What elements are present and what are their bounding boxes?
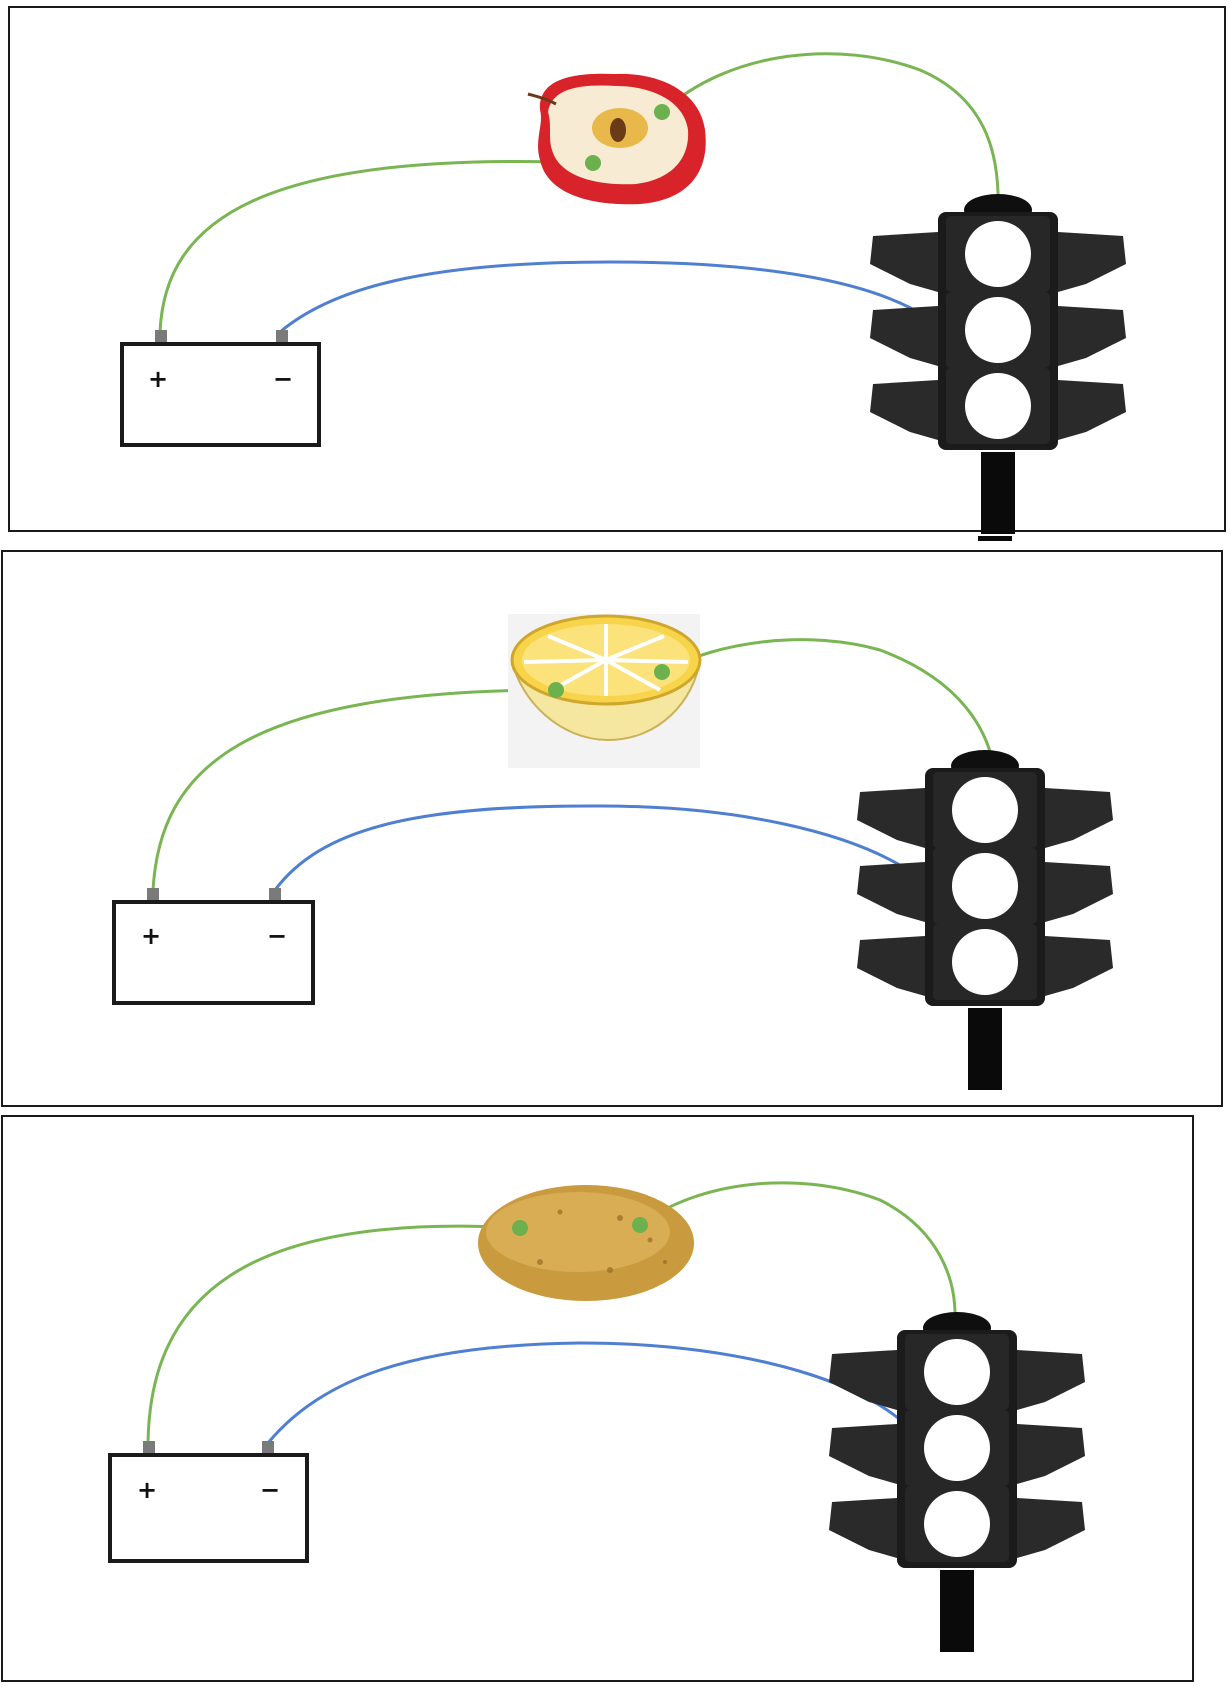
negative-terminal xyxy=(269,888,281,902)
circuit-diagram-1: + − xyxy=(120,52,1126,541)
traffic-light xyxy=(829,1312,1085,1652)
battery-minus-label: − xyxy=(267,922,287,950)
wire-negative xyxy=(273,804,915,891)
battery: + − xyxy=(120,330,321,447)
positive-terminal xyxy=(147,888,159,902)
battery-plus-label: + xyxy=(148,365,168,393)
battery: + − xyxy=(112,888,315,1005)
apple-half-icon xyxy=(527,73,706,205)
wire-light xyxy=(639,1181,957,1316)
circuit-diagram-3: + − xyxy=(108,1181,1085,1652)
potato-icon xyxy=(478,1185,694,1301)
traffic-light xyxy=(870,194,1126,534)
positive-terminal xyxy=(143,1441,155,1455)
wire-negative xyxy=(279,260,929,334)
contact-point xyxy=(548,682,564,698)
wire-positive xyxy=(146,1224,521,1444)
positive-terminal xyxy=(155,330,167,344)
traffic-light xyxy=(857,750,1113,1090)
contact-point xyxy=(654,664,670,680)
negative-terminal xyxy=(262,1441,274,1455)
wire-positive xyxy=(158,159,594,333)
wire-positive xyxy=(151,688,557,891)
contact-point xyxy=(585,155,601,171)
battery-plus-label: + xyxy=(137,1476,157,1504)
contact-point xyxy=(512,1220,528,1236)
wire-negative xyxy=(266,1341,899,1444)
contact-point xyxy=(654,104,670,120)
battery-minus-label: − xyxy=(260,1476,280,1504)
battery-plus-label: + xyxy=(141,922,161,950)
negative-terminal xyxy=(276,330,288,344)
battery-minus-label: − xyxy=(273,365,293,393)
post-fragment xyxy=(978,536,1012,541)
contact-point xyxy=(632,1217,648,1233)
circuit-diagram-2: + − xyxy=(112,614,1113,1090)
battery: + − xyxy=(108,1441,309,1563)
wire-light xyxy=(661,638,997,777)
lemon-half-icon xyxy=(508,614,702,768)
wire-light xyxy=(660,52,1000,215)
